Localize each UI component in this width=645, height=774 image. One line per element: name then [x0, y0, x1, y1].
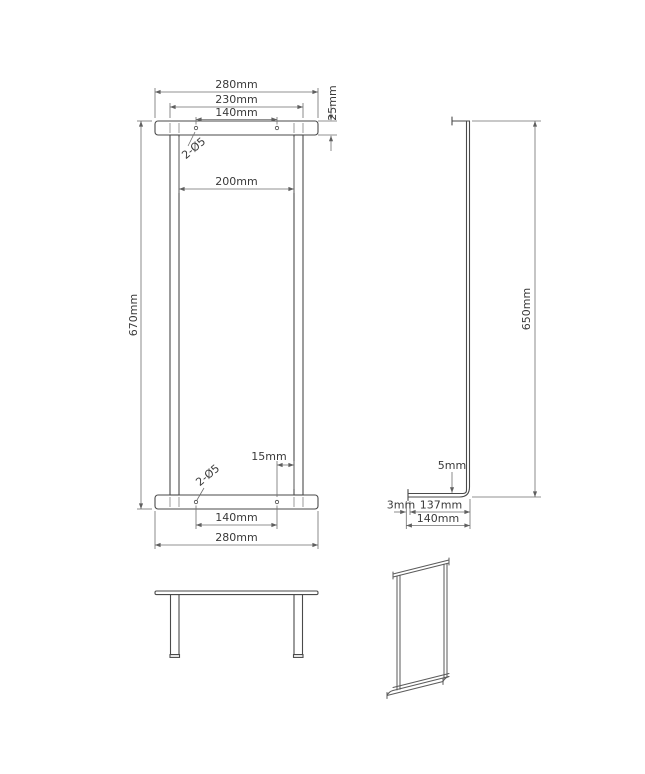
mounting-hole-bottom-left — [193, 499, 199, 505]
front-joint-lines — [169, 123, 304, 507]
side-dimension-lines — [394, 120, 541, 529]
dim-label-hole-spacing-top: 140mm — [215, 106, 257, 119]
front-bottom-bar — [154, 494, 319, 510]
front-dimension-lines — [137, 88, 337, 549]
dim-label-inner-width: 200mm — [215, 175, 257, 188]
mounting-hole-bottom-right — [274, 499, 280, 505]
iso-bottom-bar-upper-edge — [392, 673, 450, 688]
mounting-hole-top-right — [274, 125, 280, 131]
top-view — [154, 590, 319, 658]
dim-label-side-height: 650mm — [520, 288, 533, 330]
side-view: 650mm 5mm 3mm 137mm 140mm — [387, 116, 541, 529]
side-profile-outer — [407, 120, 471, 498]
dim-label-bar-height: 25mm — [326, 85, 339, 120]
dim-label-width-bottom: 280mm — [215, 531, 257, 544]
top-view-left-leg — [169, 594, 180, 656]
front-right-leg — [293, 134, 304, 496]
front-top-bar — [154, 120, 319, 136]
hole-callout-top: 2-Ø5 — [179, 135, 208, 162]
dim-label-overall-height: 670mm — [127, 294, 140, 336]
dim-label-hole-spacing-bottom: 140mm — [215, 511, 257, 524]
iso-foot-bar — [386, 681, 444, 696]
top-view-right-foot — [292, 654, 304, 658]
side-profile-inner — [407, 120, 468, 495]
isometric-view — [386, 557, 450, 699]
iso-top-bar-upper-edge — [392, 559, 450, 575]
iso-bottom-bar-lower-edge — [392, 676, 450, 691]
dim-label-width-top: 280mm — [215, 78, 257, 91]
top-view-left-foot — [169, 654, 181, 658]
dim-label-end-thickness: 3mm — [387, 499, 415, 512]
dim-label-depth-inner: 137mm — [420, 499, 462, 512]
front-left-leg — [169, 134, 180, 496]
top-view-bar — [154, 590, 319, 596]
mounting-hole-top-left — [193, 125, 199, 131]
dim-label-depth-overall: 140mm — [417, 512, 459, 525]
dim-label-legs-outer-width: 230mm — [215, 93, 257, 106]
dim-label-hole-offset: 15mm — [251, 450, 286, 463]
front-view: 280mm 230mm 140mm 25mm 2-Ø5 200mm 670mm … — [127, 78, 339, 549]
top-view-right-leg — [293, 594, 304, 656]
dim-label-bar-thickness: 5mm — [438, 459, 466, 472]
iso-top-bar-lower-edge — [392, 562, 450, 578]
hole-callout-bottom: 2-Ø5 — [193, 462, 222, 489]
